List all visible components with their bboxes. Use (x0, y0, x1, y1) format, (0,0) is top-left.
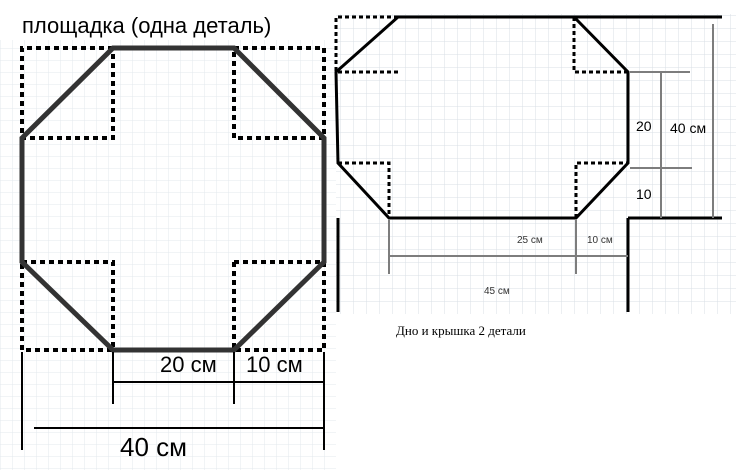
bottom-dim-width-total: 45 см (484, 286, 510, 297)
bottom-dim-width-inner: 25 см (517, 235, 543, 246)
grid-background-left (0, 40, 336, 470)
bottom-dim-height-total: 40 см (670, 120, 706, 136)
platform-dim-total: 40 см (120, 432, 187, 462)
grid-background-right (336, 14, 736, 314)
platform-dimensions (21, 352, 325, 450)
platform-dim-corner: 10 см (246, 352, 303, 377)
platform-dim-inner: 20 см (160, 352, 217, 377)
bottom-caption: Дно и крышка 2 детали (396, 323, 526, 338)
bottom-dimensions (388, 24, 714, 274)
corner-cutouts-right (334, 15, 628, 218)
bottom-dim-width-corner: 10 см (587, 235, 613, 246)
bottom-outline (334, 15, 630, 220)
bottom-dim-height-inner: 20 (636, 118, 652, 134)
platform-title: площадка (одна деталь) (22, 13, 271, 38)
bottom-lid-diagram: 20 40 см 10 25 см 10 см 45 см Дно и крыш… (334, 15, 722, 338)
octagon-outline (19, 45, 327, 353)
bottom-dim-height-corner: 10 (636, 186, 652, 202)
platform-diagram: площадка (одна деталь) 20 см 10 см 40 см (19, 13, 327, 462)
